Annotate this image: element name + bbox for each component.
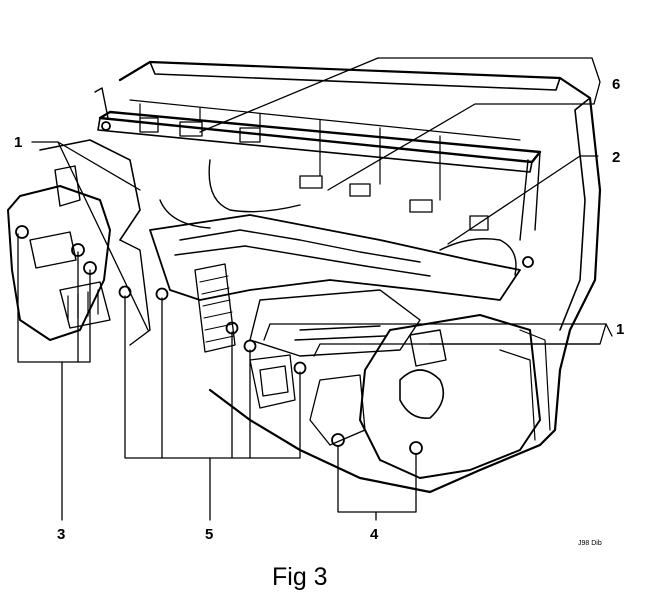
central-panel: [149, 159, 521, 357]
callout-6: 6: [612, 76, 620, 93]
callout-3: 3: [57, 526, 65, 543]
right-module: [249, 314, 541, 479]
left-bracket: [7, 139, 151, 346]
callout-4: 4: [370, 526, 379, 543]
callout-5: 5: [205, 526, 213, 543]
callout-1-right: 1: [616, 321, 624, 338]
housing-outline: [118, 60, 602, 494]
leader-lines: [17, 57, 613, 521]
callout-2: 2: [612, 149, 620, 166]
callout-1-left: 1: [14, 134, 22, 151]
top-rail: [94, 87, 542, 241]
reference-code: J98 Dib: [578, 540, 602, 547]
figure-caption: Fig 3: [272, 563, 328, 591]
